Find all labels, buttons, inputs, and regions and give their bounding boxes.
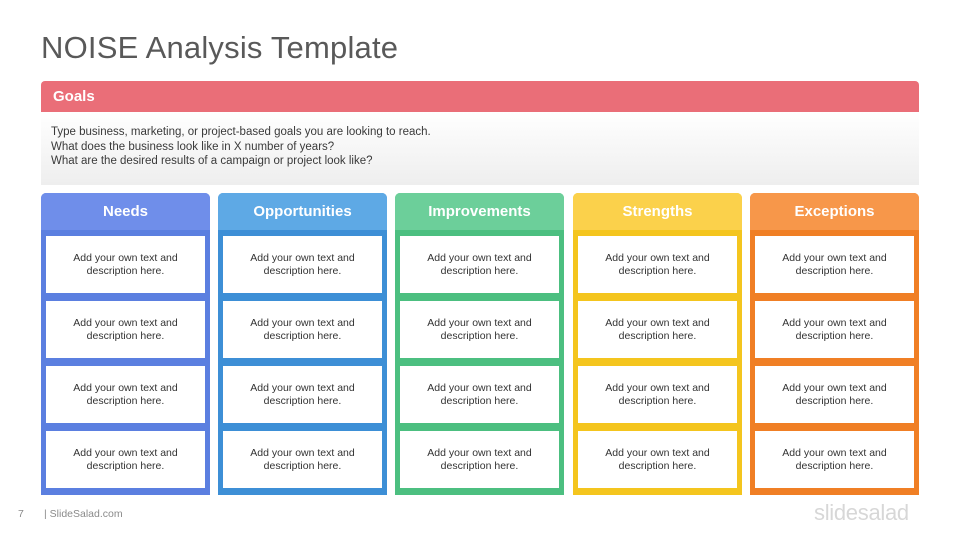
improvements-label: Improvements	[428, 203, 531, 220]
cell-text: Add your own text and description here.	[605, 251, 710, 277]
cell-text: Add your own text and description here.	[782, 316, 887, 342]
page-number: 7	[18, 508, 24, 520]
improvements-header: Improvements	[395, 193, 564, 230]
cell-text: Add your own text and description here.	[782, 251, 887, 277]
opportunities-cell[interactable]: Add your own text and description here.	[223, 431, 382, 488]
needs-cell[interactable]: Add your own text and description here.	[46, 236, 205, 293]
improvements-column: Improvements Add your own text and descr…	[395, 193, 564, 495]
needs-cell[interactable]: Add your own text and description here.	[46, 431, 205, 488]
needs-cell[interactable]: Add your own text and description here.	[46, 301, 205, 358]
cell-text: Add your own text and description here.	[73, 446, 178, 472]
cell-text: Add your own text and description here.	[427, 251, 532, 277]
cell-text: Add your own text and description here.	[427, 446, 532, 472]
cell-text: Add your own text and description here.	[250, 381, 355, 407]
opportunities-cell[interactable]: Add your own text and description here.	[223, 301, 382, 358]
exceptions-column: Exceptions Add your own text and descrip…	[750, 193, 919, 495]
opportunities-label: Opportunities	[253, 203, 352, 220]
cell-text: Add your own text and description here.	[250, 446, 355, 472]
cell-text: Add your own text and description here.	[782, 381, 887, 407]
goals-label: Goals	[53, 88, 95, 105]
slide-title: NOISE Analysis Template	[41, 30, 399, 65]
cell-text: Add your own text and description here.	[605, 446, 710, 472]
cell-text: Add your own text and description here.	[605, 381, 710, 407]
goals-line: What does the business look like in X nu…	[51, 141, 335, 153]
cell-text: Add your own text and description here.	[427, 316, 532, 342]
needs-column: Needs Add your own text and description …	[41, 193, 210, 495]
strengths-cell[interactable]: Add your own text and description here.	[578, 366, 737, 423]
improvements-cell[interactable]: Add your own text and description here.	[400, 431, 559, 488]
cell-text: Add your own text and description here.	[427, 381, 532, 407]
cell-text: Add your own text and description here.	[250, 251, 355, 277]
strengths-cell[interactable]: Add your own text and description here.	[578, 236, 737, 293]
strengths-header: Strengths	[573, 193, 742, 230]
strengths-cell[interactable]: Add your own text and description here.	[578, 431, 737, 488]
slidesalad-logo: slidesalad	[814, 500, 909, 525]
goals-line: Type business, marketing, or project-bas…	[51, 126, 431, 138]
footer-site: | SlideSalad.com	[44, 508, 123, 520]
strengths-cell[interactable]: Add your own text and description here.	[578, 301, 737, 358]
goals-line: What are the desired results of a campai…	[51, 155, 373, 167]
exceptions-header: Exceptions	[750, 193, 919, 230]
goals-description: Type business, marketing, or project-bas…	[41, 112, 919, 185]
opportunities-header: Opportunities	[218, 193, 387, 230]
opportunities-cell[interactable]: Add your own text and description here.	[223, 366, 382, 423]
exceptions-cell[interactable]: Add your own text and description here.	[755, 431, 914, 488]
needs-label: Needs	[102, 203, 149, 220]
cell-text: Add your own text and description here.	[73, 316, 178, 342]
cell-text: Add your own text and description here.	[605, 316, 710, 342]
goals-header: Goals	[41, 81, 919, 112]
improvements-cell[interactable]: Add your own text and description here.	[400, 236, 559, 293]
needs-header: Needs	[41, 193, 210, 230]
cell-text: Add your own text and description here.	[782, 446, 887, 472]
improvements-cell[interactable]: Add your own text and description here.	[400, 366, 559, 423]
cell-text: Add your own text and description here.	[73, 381, 178, 407]
opportunities-cell[interactable]: Add your own text and description here.	[223, 236, 382, 293]
cell-text: Add your own text and description here.	[250, 316, 355, 342]
opportunities-column: Opportunities Add your own text and desc…	[218, 193, 387, 495]
strengths-label: Strengths	[622, 203, 693, 220]
cell-text: Add your own text and description here.	[73, 251, 178, 277]
needs-cell[interactable]: Add your own text and description here.	[46, 366, 205, 423]
exceptions-cell[interactable]: Add your own text and description here.	[755, 301, 914, 358]
strengths-column: Strengths Add your own text and descript…	[573, 193, 742, 495]
improvements-cell[interactable]: Add your own text and description here.	[400, 301, 559, 358]
exceptions-cell[interactable]: Add your own text and description here.	[755, 236, 914, 293]
exceptions-cell[interactable]: Add your own text and description here.	[755, 366, 914, 423]
exceptions-label: Exceptions	[794, 203, 875, 220]
